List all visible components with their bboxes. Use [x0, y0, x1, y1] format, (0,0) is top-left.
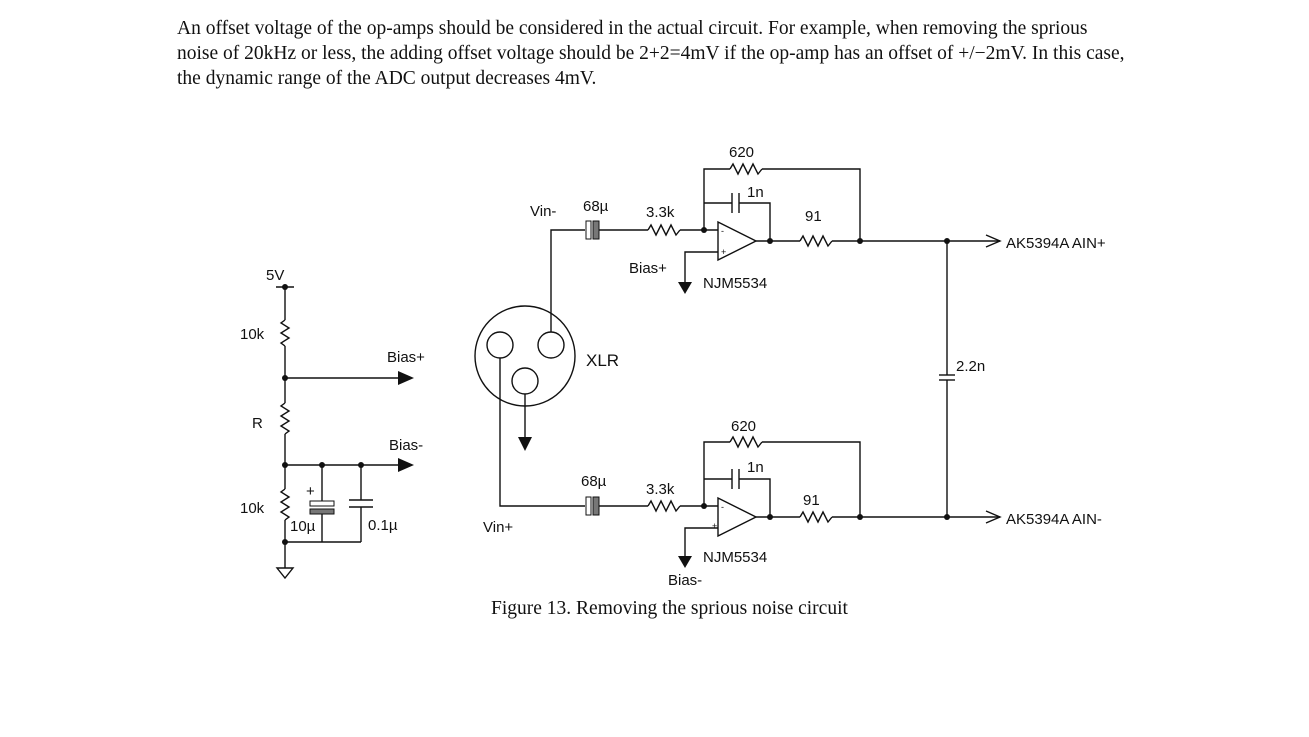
cap-10u-label: 10µ [290, 518, 316, 535]
top-input-resistor-label: 3.3k [646, 204, 675, 221]
top-feedback-cap-label: 1n [747, 184, 764, 201]
top-opamp-noninv-sign: + [721, 247, 726, 257]
paragraph-line: noise of 20kHz or less, the adding offse… [177, 43, 1125, 64]
vin-minus-wire [550, 229, 585, 332]
top-bias-label: Bias+ [629, 260, 667, 277]
bottom-stage: 68µ 3.3k 620 1n - + NJM5534 Bias- 91 AK5… [581, 418, 1102, 589]
r-mid-label: R [252, 415, 263, 432]
bottom-output-arrow-icon [985, 510, 1002, 524]
bottom-opamp-icon [717, 496, 758, 538]
bias-plus-arrow [398, 371, 414, 385]
coupling-cap-plate-icon [585, 220, 592, 240]
top-output-arrow-icon [985, 234, 1002, 248]
wire [703, 168, 730, 230]
xlr-pin [486, 331, 514, 359]
wire [739, 202, 771, 241]
top-output-label: AK5394A AIN+ [1006, 235, 1106, 252]
junction [767, 238, 773, 244]
bias-network: 5V 10k Bias+ R Bias- 10k + 10µ [240, 267, 425, 580]
xlr-label: XLR [586, 351, 619, 370]
coupling-cap-plate-icon [592, 496, 600, 516]
top-feedback-resistor-label: 620 [729, 144, 754, 161]
top-output-resistor-label: 91 [805, 208, 822, 225]
bottom-feedback-resistor-label: 620 [731, 418, 756, 435]
resistor-r-mid [279, 402, 291, 435]
resistor-r-top [279, 319, 291, 347]
top-output-resistor [799, 234, 833, 248]
bottom-feedback-cap-label: 1n [747, 459, 764, 476]
electrolytic-cap-plate-icon [309, 500, 335, 507]
wire [739, 478, 771, 517]
paragraph-line: An offset voltage of the op-amps should … [177, 18, 1088, 39]
wire [762, 441, 861, 517]
bottom-output-resistor-label: 91 [803, 492, 820, 509]
resistor-r-bottom [279, 488, 291, 521]
wire [684, 527, 718, 556]
electrolytic-polarity: + [306, 483, 315, 500]
top-stage: 68µ 3.3k 620 1n - + Bias+ NJM5534 91 AK5… [583, 144, 1106, 294]
bottom-feedback-resistor [729, 435, 763, 449]
wire [762, 168, 861, 241]
top-coupling-cap-label: 68µ [583, 198, 609, 215]
diff-cap-label: 2.2n [956, 358, 985, 375]
bottom-opamp-noninv-sign: + [712, 521, 717, 531]
figure-caption: Figure 13. Removing the sprious noise ci… [491, 598, 848, 619]
r-bottom-label: 10k [240, 500, 265, 517]
vin-minus-label: Vin- [530, 203, 556, 220]
cap-0-1u-label: 0.1µ [368, 517, 398, 534]
vin-plus-wire [499, 358, 585, 507]
top-feedback-resistor [729, 162, 763, 176]
top-input-resistor [647, 223, 681, 237]
bottom-input-resistor-label: 3.3k [646, 481, 675, 498]
junction [944, 514, 950, 520]
xlr-pin [511, 367, 539, 395]
junction [857, 514, 863, 520]
bottom-output-resistor [799, 510, 833, 524]
xlr-connector: XLR Vin- Vin+ [474, 203, 619, 536]
wire [703, 441, 730, 506]
body-paragraph: An offset voltage of the op-amps should … [177, 16, 1207, 91]
r-top-label: 10k [240, 326, 265, 343]
top-opamp-icon [717, 220, 758, 262]
supply-label: 5V [266, 267, 284, 284]
ground-symbol [275, 567, 295, 580]
xlr-connector-icon [474, 305, 576, 407]
top-bias-arrow-icon [678, 282, 692, 294]
electrolytic-cap-plate-icon [309, 508, 335, 515]
xlr-pin [537, 331, 565, 359]
junction [857, 238, 863, 244]
wire [684, 251, 718, 282]
bias-plus-label: Bias+ [387, 349, 425, 366]
bottom-output-label: AK5394A AIN- [1006, 511, 1102, 528]
bottom-input-resistor [647, 499, 681, 513]
bottom-bias-arrow-icon [678, 556, 692, 568]
differential-cap: 2.2n [939, 241, 985, 517]
paragraph-line: the dynamic range of the ADC output decr… [177, 68, 597, 89]
bottom-coupling-cap-label: 68µ [581, 473, 607, 490]
top-opamp-label: NJM5534 [703, 275, 767, 292]
bottom-bias-label: Bias- [668, 572, 702, 589]
top-opamp-inv-sign: - [721, 226, 724, 236]
bias-minus-label: Bias- [389, 437, 423, 454]
vin-plus-label: Vin+ [483, 519, 513, 536]
bottom-opamp-label: NJM5534 [703, 549, 767, 566]
bias-minus-arrow [398, 458, 414, 472]
ground-arrow-icon [518, 437, 532, 451]
coupling-cap-plate-icon [592, 220, 600, 240]
coupling-cap-plate-icon [585, 496, 592, 516]
junction [282, 284, 288, 290]
bottom-opamp-inv-sign: - [721, 502, 724, 512]
junction [767, 514, 773, 520]
